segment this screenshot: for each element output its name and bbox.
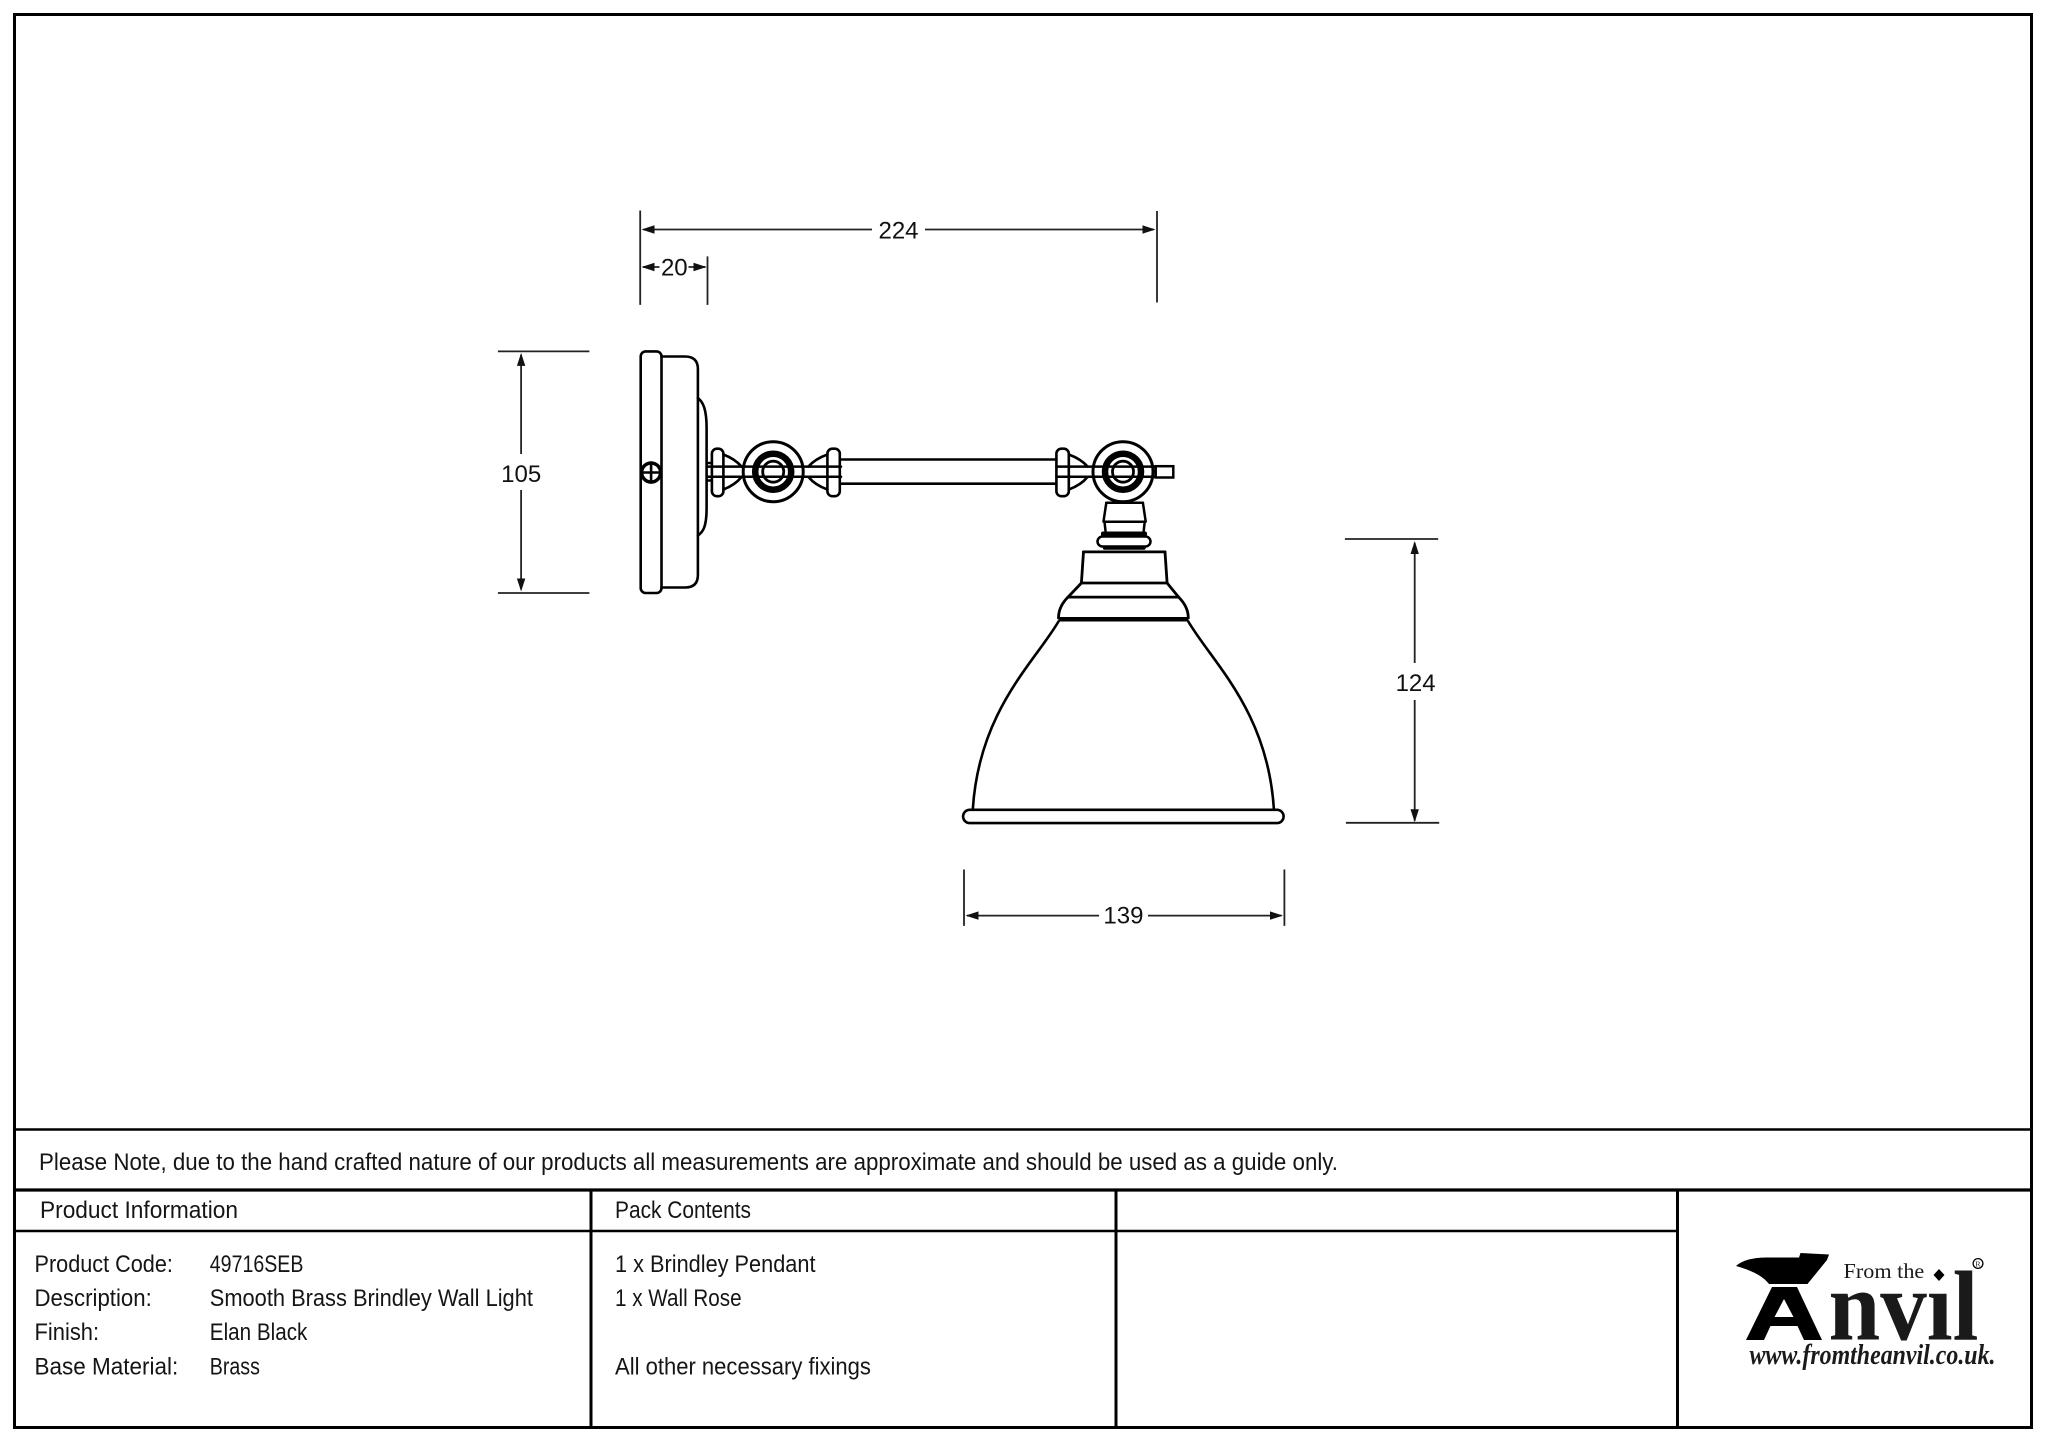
svg-text:Product Code:: Product Code:: [35, 1251, 173, 1278]
svg-text:Please Note, due to the hand c: Please Note, due to the hand crafted nat…: [39, 1149, 1338, 1176]
svg-text:www.fromtheanvil.co.uk.: www.fromtheanvil.co.uk.: [1750, 1340, 1996, 1371]
svg-text:49716SEB: 49716SEB: [210, 1251, 304, 1278]
svg-text:Elan Black: Elan Black: [210, 1319, 308, 1346]
svg-text:nvıl: nvıl: [1829, 1250, 1979, 1361]
svg-text:Smooth Brass Brindley Wall Lig: Smooth Brass Brindley Wall Light: [210, 1285, 533, 1312]
svg-text:1 x Brindley Pendant: 1 x Brindley Pendant: [615, 1251, 816, 1278]
svg-text:Product Information: Product Information: [40, 1197, 238, 1224]
svg-text:1 x Wall Rose: 1 x Wall Rose: [615, 1285, 742, 1312]
svg-text:224: 224: [878, 217, 918, 244]
svg-text:All other necessary fixings: All other necessary fixings: [615, 1354, 871, 1381]
svg-text:Base Material:: Base Material:: [35, 1354, 179, 1381]
svg-text:105: 105: [501, 461, 541, 488]
svg-text:Description:: Description:: [35, 1285, 152, 1312]
svg-text:20: 20: [661, 255, 688, 282]
svg-text:Pack Contents: Pack Contents: [615, 1197, 751, 1224]
svg-text:From the: From the: [1844, 1259, 1925, 1283]
svg-text:Finish:: Finish:: [35, 1319, 100, 1346]
svg-text:124: 124: [1396, 670, 1436, 697]
svg-text:139: 139: [1103, 903, 1143, 930]
svg-text:R: R: [1975, 1259, 1981, 1268]
svg-text:Brass: Brass: [210, 1354, 260, 1381]
